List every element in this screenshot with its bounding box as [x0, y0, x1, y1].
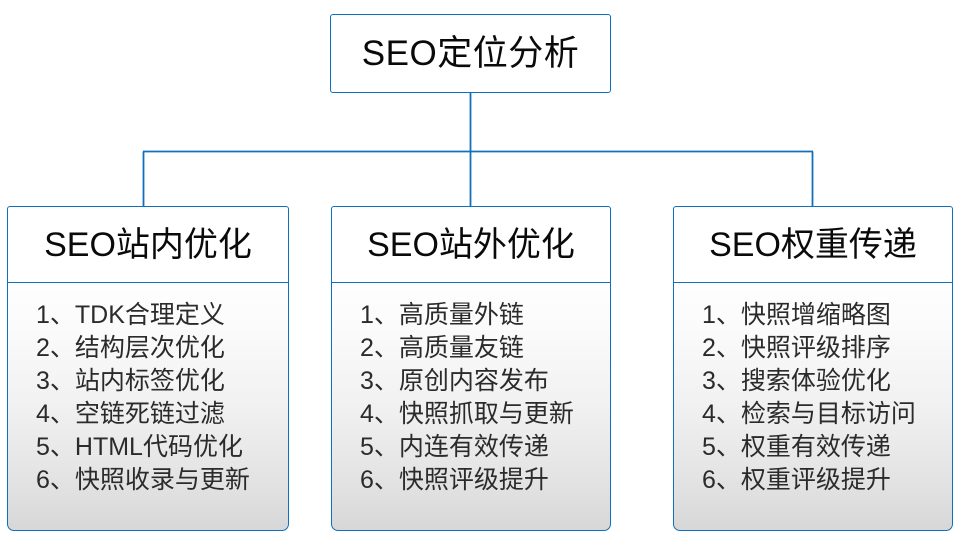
branch-2-header[interactable]: SEO站外优化 — [331, 206, 611, 283]
branch-2-item-list: 1、高质量外链 2、高质量友链 3、原创内容发布 4、快照抓取与更新 5、内连有… — [332, 299, 610, 497]
list-item: 3、搜索体验优化 — [702, 367, 891, 395]
branch-node-3[interactable]: SEO权重传递 1、快照增缩略图 2、快照评级排序 3、搜索体验优化 4、检索与… — [673, 206, 953, 531]
branch-1-header-title: SEO站内优化 — [44, 225, 252, 264]
branch-node-1[interactable]: SEO站内优化 1、TDK合理定义 2、结构层次优化 3、站内标签优化 4、空链… — [7, 206, 289, 531]
list-item: 6、快照收录与更新 — [36, 466, 250, 494]
branch-3-header[interactable]: SEO权重传递 — [673, 206, 953, 283]
list-item: 5、HTML代码优化 — [36, 433, 243, 461]
list-item: 1、高质量外链 — [360, 301, 524, 329]
list-item: 6、权重评级提升 — [702, 466, 891, 494]
list-item: 3、站内标签优化 — [36, 367, 225, 395]
list-item: 2、高质量友链 — [360, 334, 524, 362]
list-item: 2、结构层次优化 — [36, 334, 225, 362]
branch-1-item-list: 1、TDK合理定义 2、结构层次优化 3、站内标签优化 4、空链死链过滤 5、H… — [8, 299, 288, 497]
branch-1-header[interactable]: SEO站内优化 — [7, 206, 289, 283]
list-item: 6、快照评级提升 — [360, 466, 549, 494]
branch-3-body: 1、快照增缩略图 2、快照评级排序 3、搜索体验优化 4、检索与目标访问 5、权… — [673, 283, 953, 531]
list-item: 2、快照评级排序 — [702, 334, 891, 362]
list-item: 1、TDK合理定义 — [36, 301, 225, 329]
branch-2-body: 1、高质量外链 2、高质量友链 3、原创内容发布 4、快照抓取与更新 5、内连有… — [331, 283, 611, 531]
list-item: 4、检索与目标访问 — [702, 400, 916, 428]
list-item: 3、原创内容发布 — [360, 367, 549, 395]
branch-node-2[interactable]: SEO站外优化 1、高质量外链 2、高质量友链 3、原创内容发布 4、快照抓取与… — [331, 206, 611, 531]
list-item: 1、快照增缩略图 — [702, 301, 891, 329]
list-item: 5、权重有效传递 — [702, 433, 891, 461]
branch-3-header-title: SEO权重传递 — [709, 225, 917, 264]
branch-3-item-list: 1、快照增缩略图 2、快照评级排序 3、搜索体验优化 4、检索与目标访问 5、权… — [674, 299, 952, 497]
list-item: 4、空链死链过滤 — [36, 400, 225, 428]
list-item: 4、快照抓取与更新 — [360, 400, 574, 428]
root-node-title: SEO定位分析 — [361, 34, 580, 73]
root-node[interactable]: SEO定位分析 — [330, 14, 611, 93]
branch-2-header-title: SEO站外优化 — [367, 225, 575, 264]
list-item: 5、内连有效传递 — [360, 433, 549, 461]
branch-1-body: 1、TDK合理定义 2、结构层次优化 3、站内标签优化 4、空链死链过滤 5、H… — [7, 283, 289, 531]
